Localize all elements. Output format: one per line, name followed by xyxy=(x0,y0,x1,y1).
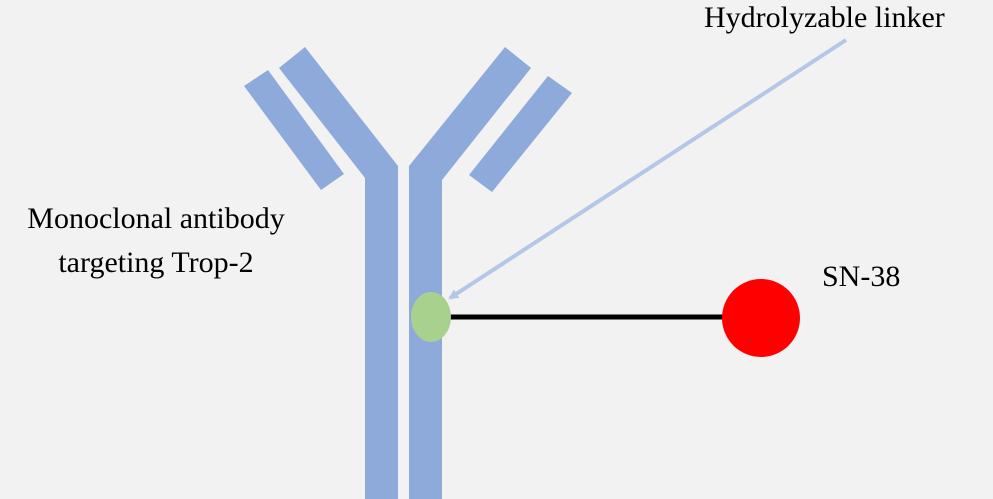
antibody-left-light-chain xyxy=(244,70,344,190)
hydrolyzable-linker-node xyxy=(411,292,451,342)
linker-pointer-arrow xyxy=(448,38,848,300)
antibody-right-light-chain xyxy=(469,76,572,192)
antibody-right-heavy-chain xyxy=(409,47,531,499)
payload-label: SN-38 xyxy=(822,260,901,293)
linker-label: Hydrolyzable linker xyxy=(704,1,945,34)
antibody-label-line-2: targeting Trop-2 xyxy=(58,246,254,279)
sn38-payload-circle xyxy=(722,279,800,357)
antibody-left-heavy-chain xyxy=(279,47,398,499)
antibody-label: Monoclonal antibody targeting Trop-2 xyxy=(6,197,306,285)
antibody-label-line-1: Monoclonal antibody xyxy=(27,202,285,235)
